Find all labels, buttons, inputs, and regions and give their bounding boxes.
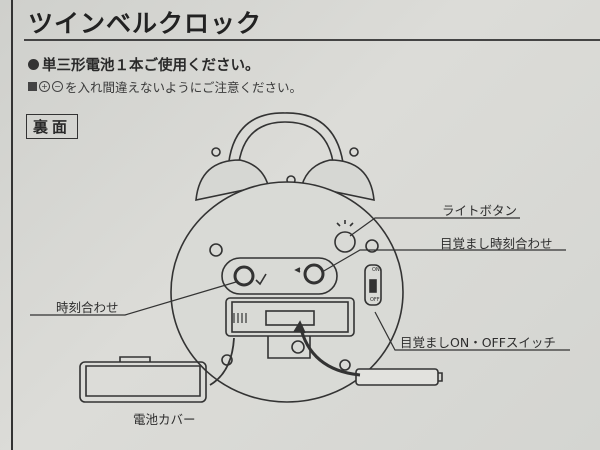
- time-set-knob: [233, 265, 255, 287]
- right-bell: [300, 159, 375, 202]
- battery-cover: [79, 361, 207, 403]
- insert-arrow: [298, 324, 361, 377]
- switch-on-label: ON: [372, 267, 380, 273]
- section-label-back: 裏面: [26, 114, 79, 139]
- clock-handle: [227, 112, 345, 171]
- plus-symbol: +: [39, 81, 50, 92]
- aa-battery: [355, 368, 439, 386]
- callout-alarm-time-set: 目覚まし時刻合わせ: [440, 236, 553, 251]
- callout-light-button: ライトボタン: [442, 203, 518, 218]
- page-title: ツインベルクロック: [28, 9, 263, 38]
- light-icon: [336, 220, 354, 227]
- battery-note-text: 単三形電池１本ご使用ください。: [42, 58, 260, 74]
- battery-note: 単三形電池１本ご使用ください。: [28, 54, 260, 75]
- battery-compartment: [225, 297, 355, 337]
- minus-symbol: −: [52, 81, 63, 92]
- left-margin-rule: [11, 0, 13, 450]
- title-divider: [24, 39, 600, 41]
- cover-arrow: [209, 337, 235, 386]
- alarm-switch: [364, 264, 382, 306]
- polarity-note-text: を入れ間違えないようにご注意ください。: [65, 80, 303, 95]
- callout-battery-cover: 電池カバー: [133, 412, 196, 427]
- light-button: [334, 231, 356, 253]
- alarm-set-knob: [303, 263, 325, 285]
- switch-off-label: OFF: [370, 297, 380, 303]
- square-bullet-icon: [28, 82, 37, 91]
- knob-panel: [221, 257, 338, 295]
- left-bell: [195, 159, 270, 202]
- polarity-note: + − を入れ間違えないようにご注意ください。: [28, 77, 302, 96]
- callout-alarm-switch: 目覚ましON・OFFスイッチ: [400, 335, 556, 350]
- clock-body: [170, 181, 404, 403]
- callout-time-set: 時刻合わせ: [56, 300, 119, 315]
- bullet-icon: [28, 59, 39, 70]
